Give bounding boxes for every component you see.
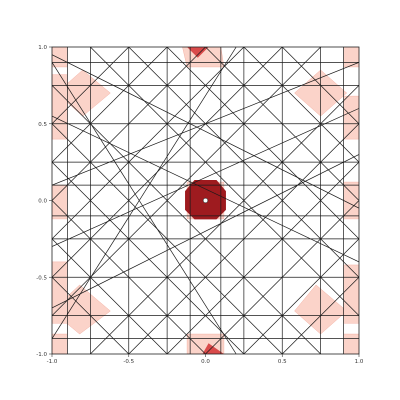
diagonal-line: [166, 47, 359, 240]
ticks-layer: -1.0 -0.5 0.0 0.5 1.0 1.0 0.5 0.0 -0.5 -1.0: [36, 45, 364, 365]
diagonal-line: [205, 47, 359, 201]
diagonal-line: [52, 62, 237, 354]
diagonal-line: [52, 85, 321, 354]
diagonal-line: [282, 277, 359, 354]
light-region: [343, 333, 359, 354]
diagonal-line: [243, 47, 359, 163]
diagonal-line: [52, 154, 359, 309]
lines-layer: [52, 47, 359, 354]
diagonal-line: [128, 123, 359, 354]
diagonal-line: [205, 200, 359, 354]
diagonal-line: [52, 200, 206, 354]
light-region: [343, 47, 359, 68]
diagonal-line: [52, 47, 245, 240]
diagonal-line: [52, 47, 129, 124]
x-tick-label: 0.5: [278, 359, 287, 365]
diagonal-line: [282, 47, 359, 124]
light-region: [52, 47, 68, 68]
y-tick-label: 1.0: [38, 45, 47, 51]
y-tick-label: -0.5: [36, 275, 47, 281]
diagonal-line: [52, 47, 321, 316]
diagonal-line: [90, 47, 359, 316]
marks-layer: [202, 197, 209, 204]
diagonal-line: [52, 47, 237, 339]
diagonal-line: [52, 277, 129, 354]
diagonal-line: [52, 47, 283, 278]
center-point: [202, 197, 209, 204]
x-tick-label: -0.5: [123, 359, 134, 365]
x-tick-label: 0.0: [201, 359, 210, 365]
y-tick-label: -1.0: [36, 352, 47, 358]
light-region: [52, 74, 68, 140]
light-region: [343, 95, 359, 140]
x-tick-label: 1.0: [355, 359, 364, 365]
diagonal-line: [166, 161, 359, 354]
diagonal-line: [90, 85, 359, 354]
diagonal-line: [52, 47, 168, 163]
light-region: [52, 333, 68, 354]
light-region: [343, 264, 359, 324]
diagonal-line: [243, 238, 359, 354]
diagonal-line: [52, 62, 359, 186]
diagonal-line: [52, 115, 359, 263]
y-tick-label: 0.5: [38, 122, 47, 128]
light-region: [52, 261, 68, 324]
x-tick-label: -1.0: [47, 359, 58, 365]
diagonal-line: [52, 108, 359, 247]
diagonal-line: [52, 54, 359, 209]
diagonal-line: [52, 161, 245, 354]
y-tick-label: 0.0: [38, 199, 47, 205]
